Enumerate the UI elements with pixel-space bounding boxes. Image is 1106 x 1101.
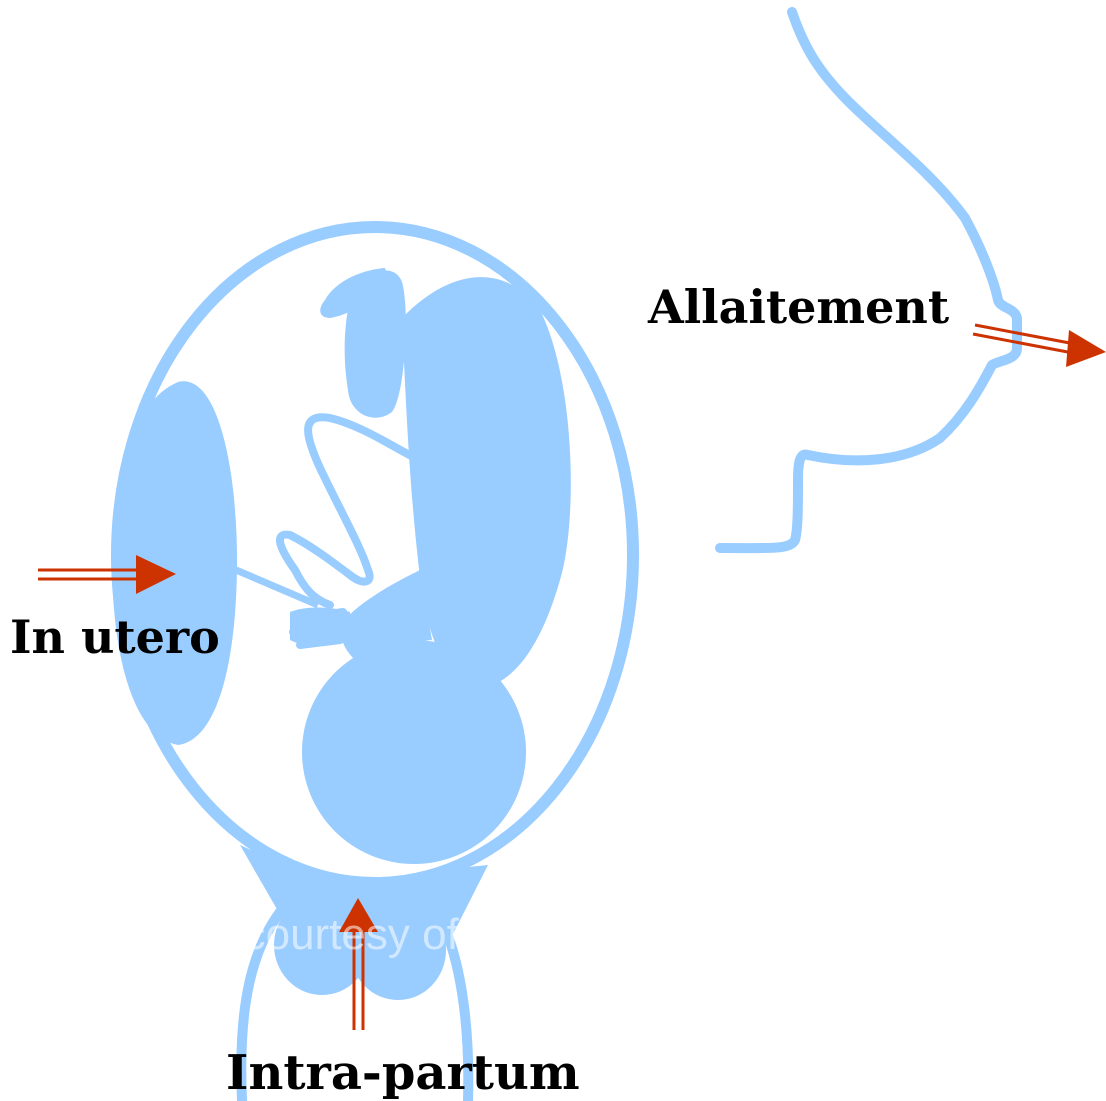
courtesy-watermark: With the courtesy of Dr. Schwartz, Insti…	[70, 910, 1106, 960]
label-allaitement: Allaitement	[648, 284, 949, 330]
label-in-utero: In utero	[10, 614, 220, 660]
label-intra-partum: Intra-partum	[226, 1049, 580, 1097]
